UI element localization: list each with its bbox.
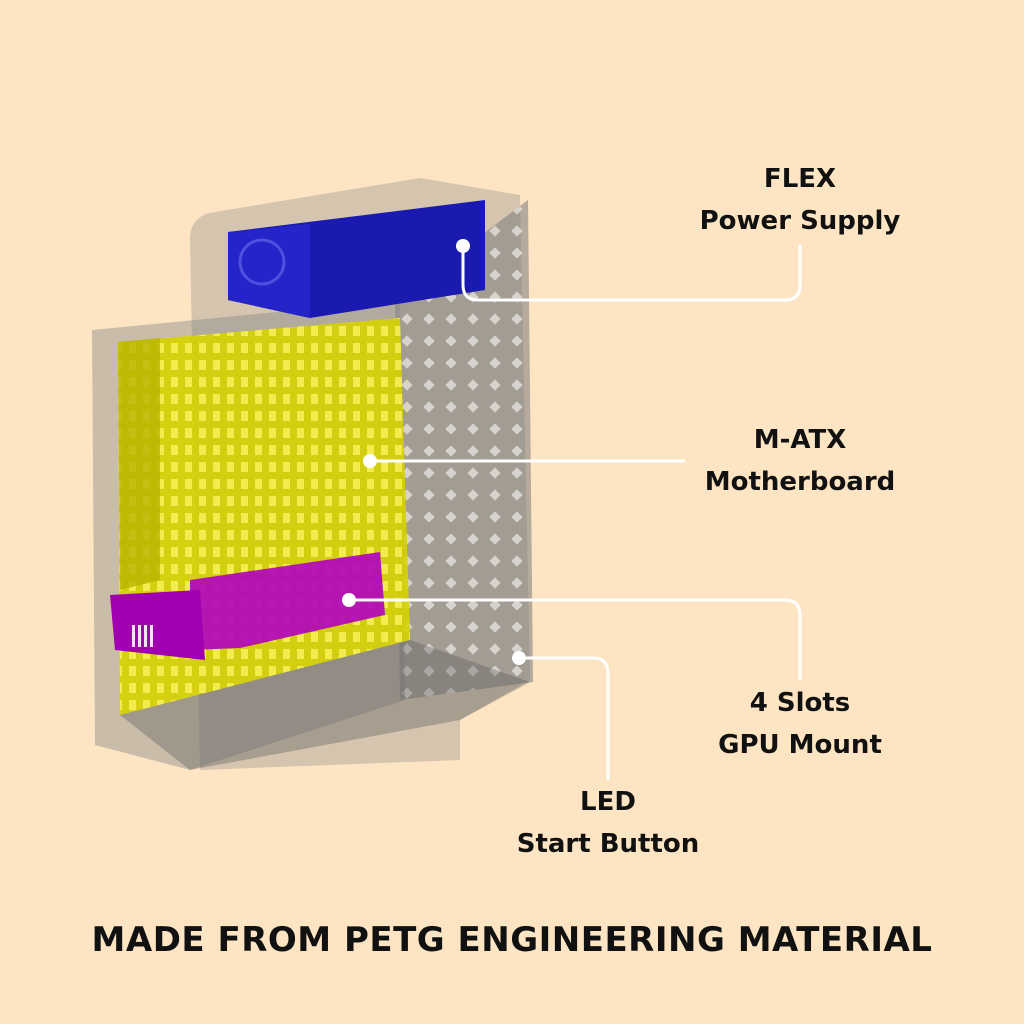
callout-line-led — [519, 656, 610, 780]
power-supply — [228, 200, 485, 318]
label-led-line1: LED — [580, 787, 636, 817]
label-psu-line1: FLEX — [763, 164, 837, 194]
label-motherboard-line1: M-ATX — [753, 425, 847, 455]
label-gpu-line1: 4 Slots — [749, 688, 851, 718]
callout-lines — [349, 245, 802, 780]
label-psu: FLEX Power Supply — [700, 158, 901, 242]
case-bottom — [120, 640, 530, 770]
gpu — [110, 552, 385, 660]
label-led-line2: Start Button — [516, 829, 700, 859]
callout-dot-led — [512, 651, 526, 665]
label-motherboard-line2: Motherboard — [704, 467, 896, 497]
label-gpu-line2: GPU Mount — [718, 730, 882, 760]
callout-line-psu — [461, 245, 802, 302]
callout-dot-motherboard — [363, 454, 377, 468]
label-led: LED Start Button — [517, 781, 700, 865]
case-side-mesh — [395, 200, 533, 700]
callout-dot-gpu — [342, 593, 356, 607]
label-psu-line2: Power Supply — [699, 206, 901, 236]
callout-dot-psu — [456, 239, 470, 253]
label-gpu: 4 Slots GPU Mount — [718, 682, 882, 766]
callout-line-gpu — [349, 598, 802, 680]
label-motherboard: M-ATX Motherboard — [705, 419, 896, 503]
footer-tagline: MADE FROM PETG ENGINEERING MATERIAL — [91, 920, 933, 960]
